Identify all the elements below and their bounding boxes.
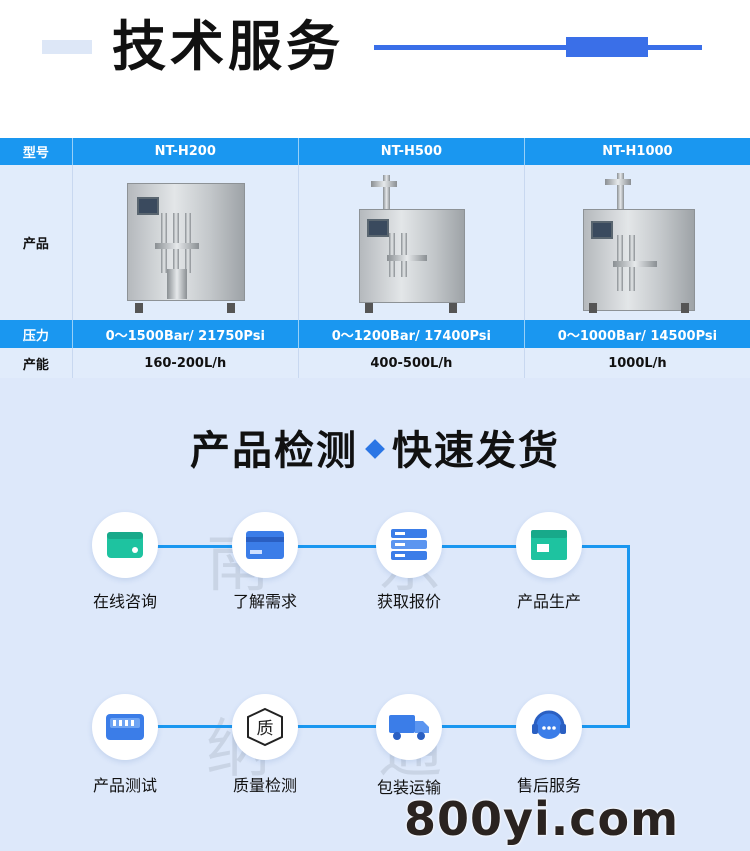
pressure-value: 0～1500Bar/ 21750Psi xyxy=(71,320,298,348)
step-label: 包装运输 xyxy=(376,778,441,797)
process-title: 产品检测快速发货 xyxy=(0,418,750,476)
step-label: 质量检测 xyxy=(232,776,297,795)
package-box-icon xyxy=(531,530,567,560)
step-label: 产品测试 xyxy=(92,776,157,795)
row-label-model: 型号 xyxy=(22,146,49,161)
header-rule xyxy=(374,45,702,50)
machine-image-h200 xyxy=(105,173,265,313)
step-packing-shipping[interactable] xyxy=(376,694,442,760)
step-label: 在线咨询 xyxy=(92,592,157,611)
quality-badge-icon: 质 xyxy=(247,707,283,747)
flow-line-right xyxy=(627,545,630,728)
process-title-right: 快速发货 xyxy=(392,428,560,474)
step-online-consult[interactable] xyxy=(92,512,158,578)
step-label: 产品生产 xyxy=(516,592,581,611)
diamond-icon xyxy=(365,439,385,459)
section-title: 技术服务 xyxy=(112,15,344,78)
step-after-sales[interactable] xyxy=(516,694,582,760)
machine-image-h500 xyxy=(331,173,491,313)
headset-icon xyxy=(532,710,566,739)
section-header: 技术服务 xyxy=(0,0,750,135)
step-quality-inspection[interactable]: 质 xyxy=(232,694,298,760)
capacity-value: 160-200L/h xyxy=(71,348,298,378)
model-name: NT-H500 xyxy=(297,138,524,165)
row-label-pressure: 压力 xyxy=(22,328,49,344)
step-label: 了解需求 xyxy=(232,592,297,611)
step-label: 获取报价 xyxy=(376,592,441,611)
product-image-cell xyxy=(297,165,524,320)
spec-table: 型号 NT-H200 NT-H500 NT-H1000 产品 xyxy=(0,138,750,378)
table-row-model: 型号 NT-H200 NT-H500 NT-H1000 xyxy=(0,138,750,165)
product-image-cell xyxy=(71,165,298,320)
meter-icon xyxy=(106,714,144,740)
step-production[interactable] xyxy=(516,512,582,578)
pressure-value: 0～1200Bar/ 17400Psi xyxy=(297,320,524,348)
pressure-value: 0～1000Bar/ 14500Psi xyxy=(523,320,750,348)
wallet-icon xyxy=(107,532,143,558)
table-row-pressure: 压力 0～1500Bar/ 21750Psi 0～1200Bar/ 17400P… xyxy=(0,320,750,348)
capacity-value: 1000L/h xyxy=(523,348,750,378)
process-section: 产品检测快速发货 xyxy=(0,378,750,851)
quality-badge-char: 质 xyxy=(257,719,274,739)
machine-image-h1000 xyxy=(557,172,717,313)
row-label-product: 产品 xyxy=(22,237,49,252)
step-get-quote[interactable] xyxy=(376,512,442,578)
delivery-truck-icon xyxy=(389,715,429,740)
table-row-product: 产品 xyxy=(0,165,750,320)
step-requirements[interactable] xyxy=(232,512,298,578)
step-label: 售后服务 xyxy=(516,776,581,795)
header-rule-block xyxy=(566,37,648,57)
step-product-testing[interactable] xyxy=(92,694,158,760)
header-accent-bar xyxy=(42,40,92,54)
brand-watermark: 800yi.com xyxy=(404,792,680,846)
row-label-capacity: 产能 xyxy=(22,357,49,373)
model-name: NT-H200 xyxy=(71,138,298,165)
model-name: NT-H1000 xyxy=(523,138,750,165)
process-title-left: 产品检测 xyxy=(190,428,358,474)
capacity-value: 400-500L/h xyxy=(297,348,524,378)
card-icon xyxy=(246,531,284,559)
server-list-icon xyxy=(391,529,427,560)
table-row-capacity: 产能 160-200L/h 400-500L/h 1000L/h xyxy=(0,348,750,378)
product-image-cell xyxy=(523,165,750,320)
